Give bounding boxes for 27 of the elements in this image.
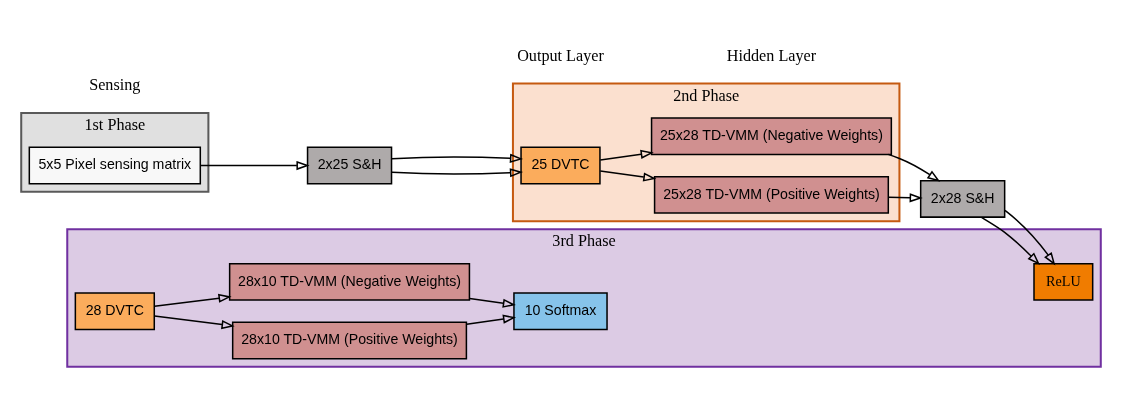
node-box: 5x5 Pixel sensing matrix (28, 146, 202, 184)
arrow (153, 314, 235, 329)
node-box: 25x28 TD-VMM (Positive Weights) (653, 175, 890, 214)
arrow (887, 192, 923, 202)
arrow (887, 153, 941, 182)
arrow (391, 153, 524, 163)
arrow (199, 160, 310, 170)
node-box: 28 DVTC (74, 291, 156, 330)
node-box: 2x25 S&H (306, 146, 393, 184)
label: Sensing (89, 75, 141, 93)
node-box: ReLU (1033, 262, 1094, 301)
arrow (599, 169, 657, 182)
label: Output Layer (517, 46, 604, 64)
arrow (980, 216, 1041, 265)
arrow (153, 293, 232, 307)
node-box: 10 Softmax (513, 291, 608, 330)
arrow (468, 297, 516, 308)
arrow (599, 149, 654, 161)
node-box: 25 DVTC (520, 146, 601, 184)
arrow (465, 314, 517, 325)
arrow (391, 167, 524, 177)
node-box: 28x10 TD-VMM (Positive Weights) (231, 321, 468, 359)
label: Hidden Layer (726, 46, 817, 64)
arrow (1004, 209, 1056, 265)
node-box: 28x10 TD-VMM (Negative Weights) (228, 262, 471, 301)
node-box: 2x28 S&H (919, 179, 1006, 218)
node-box: 25x28 TD-VMM (Negative Weights) (650, 116, 893, 155)
